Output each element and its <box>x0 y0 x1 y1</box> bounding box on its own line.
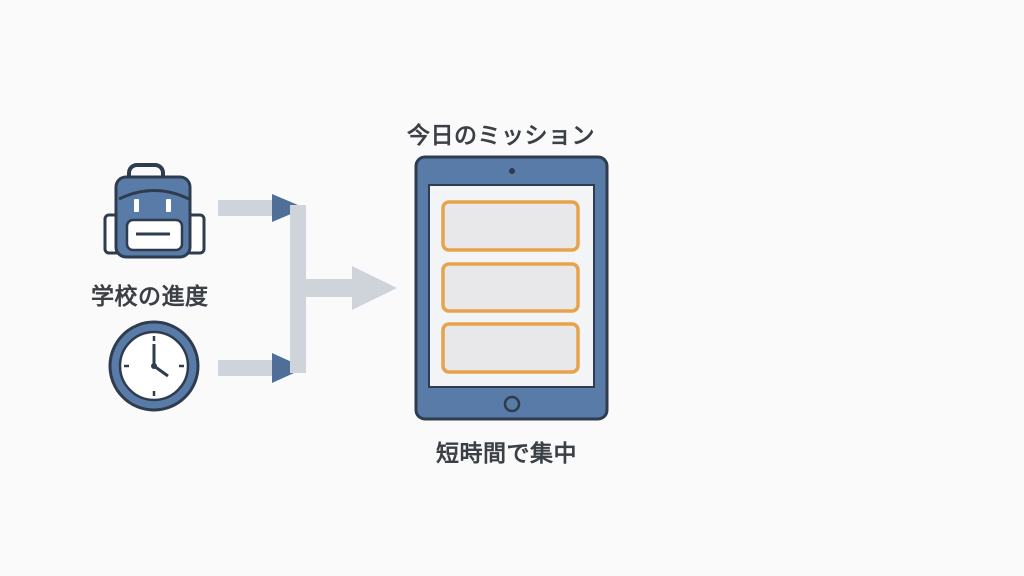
mission-item <box>441 262 580 313</box>
clock-icon <box>108 320 200 412</box>
flow-arrows <box>218 194 397 383</box>
mission-item <box>441 200 580 252</box>
mission-list <box>441 200 580 374</box>
short-focus-label: 短時間で集中 <box>436 441 577 467</box>
school-progress-label: 学校の進度 <box>91 284 209 310</box>
backpack-icon <box>103 163 206 259</box>
mission-item <box>441 322 580 374</box>
todays-mission-label: 今日のミッション <box>407 123 595 149</box>
